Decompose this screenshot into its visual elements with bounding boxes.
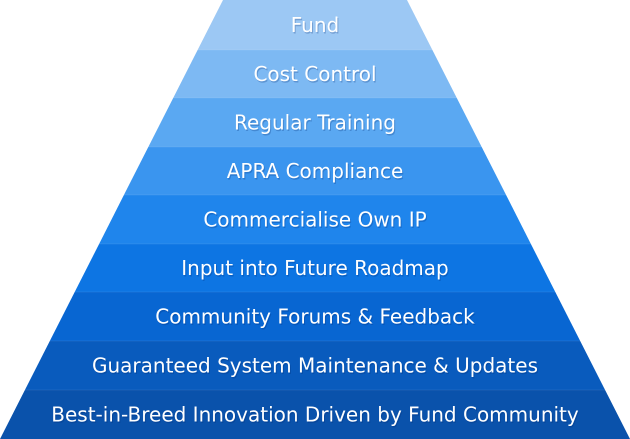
pyramid-tier-8: Guaranteed System Maintenance & UpdatesG… — [24, 340, 606, 390]
tier-label-shadow: Input into Future Roadmap — [182, 258, 449, 282]
tier-label: Input into Future Roadmap — [181, 256, 448, 280]
tier-label-shadow: Guaranteed System Maintenance & Updates — [93, 355, 539, 379]
tier-label: Fund — [291, 13, 339, 37]
tier-label: Best-in-Breed Innovation Driven by Fund … — [51, 403, 579, 427]
tier-label: Regular Training — [234, 111, 396, 135]
tier-label-shadow: Fund — [292, 15, 340, 39]
tier-label: APRA Compliance — [227, 159, 404, 183]
tier-band — [99, 195, 531, 244]
tier-band — [148, 98, 482, 147]
tier-label-shadow: Regular Training — [235, 112, 397, 136]
tier-band — [0, 390, 630, 439]
tier-label: Commercialise Own IP — [203, 208, 426, 232]
tier-label-shadow: APRA Compliance — [228, 161, 405, 185]
tier-label-shadow: Cost Control — [254, 64, 377, 88]
tier-band — [123, 147, 507, 195]
tier-band — [74, 244, 556, 292]
tier-label: Cost Control — [253, 62, 376, 86]
pyramid-tier-9: Best-in-Breed Innovation Driven by Fund … — [0, 389, 630, 439]
tier-label-shadow: Best-in-Breed Innovation Driven by Fund … — [52, 404, 580, 428]
tier-band — [173, 50, 457, 98]
tier-label-shadow: Commercialise Own IP — [204, 209, 427, 233]
tier-band — [197, 0, 433, 50]
tier-band — [24, 341, 606, 390]
tier-label-shadow: Community Forums & Feedback — [156, 306, 476, 330]
tier-label: Community Forums & Feedback — [155, 305, 475, 329]
tier-label: Guaranteed System Maintenance & Updates — [92, 354, 538, 378]
tier-band — [49, 292, 581, 341]
